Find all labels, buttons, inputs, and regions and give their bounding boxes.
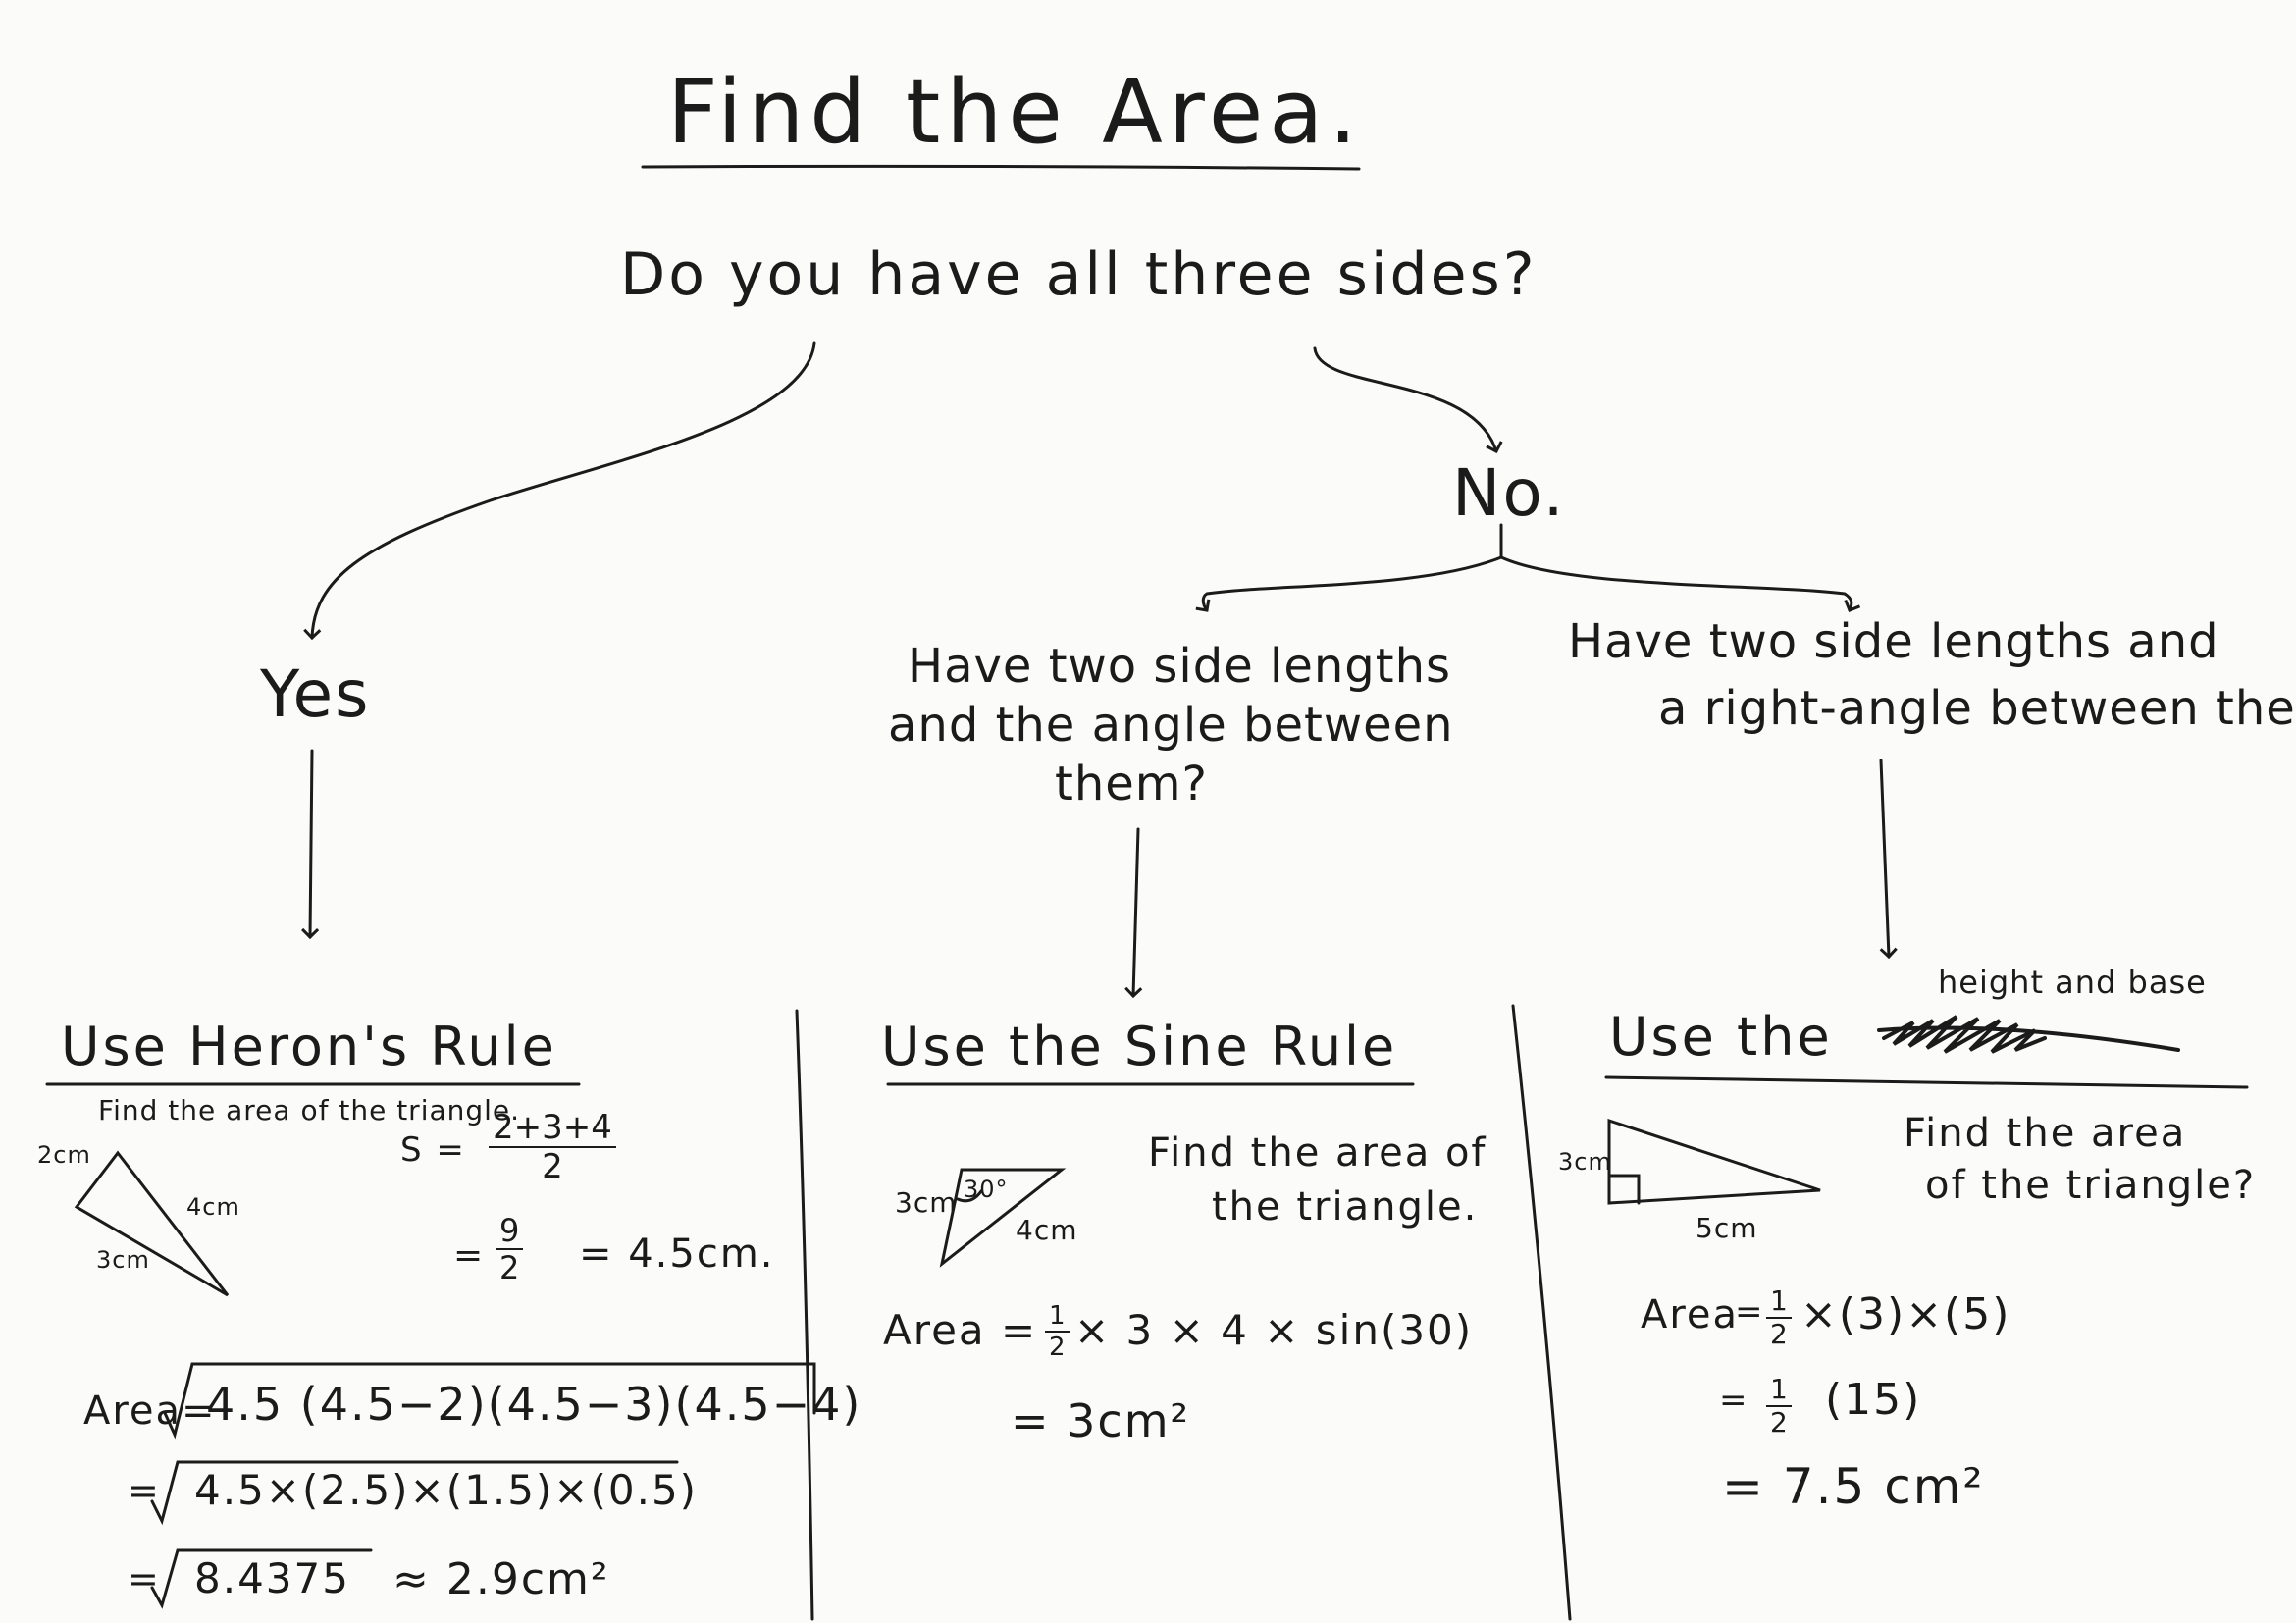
right-equals-1: = [1735,1292,1765,1332]
right-area-label: Area [1641,1292,1740,1337]
sine-heading: Use the Sine Rule [881,1016,1398,1077]
heron-side-c: 3cm [96,1246,150,1274]
heron-row1: 4.5 (4.5−2)(4.5−3)(4.5−4) [206,1378,862,1431]
sine-angle-arc [956,1189,983,1203]
heron-half-denominator: 2 [499,1249,520,1286]
arrow-to-no [1313,346,1503,454]
right-heading: Use the [1609,1006,1833,1068]
heron-row2: 4.5×(2.5)×(1.5)×(0.5) [194,1466,699,1514]
heron-area-label: Area= [83,1388,217,1434]
right-prompt-line1: Find the area [1904,1111,2187,1156]
right-heading-note: height and base [1938,964,2207,1001]
title-underline [641,164,1361,171]
option-right-line2: a right-angle between them? [1658,681,2296,736]
heron-half-numerator: 9 [496,1215,524,1250]
heron-half-fraction: 9 2 [496,1215,524,1286]
arrow-to-yes [303,341,816,641]
sine-half-fraction: 1 2 [1045,1303,1070,1360]
heron-result: ≈ 2.9cm² [392,1554,610,1604]
yes-label: Yes [260,656,371,732]
right-angle-marker [1609,1174,1641,1205]
divider-left [795,1009,814,1621]
option-right-line1: Have two side lengths and [1568,614,2219,669]
heron-side-b: 4cm [186,1193,240,1221]
right-equals-2: = [1719,1381,1749,1420]
sine-angle: 30° [964,1176,1009,1203]
arrow-yes-to-heron [301,749,320,940]
root-heron-1 [163,1362,816,1440]
heron-equals: = [453,1235,486,1276]
right-half-denominator-1: 2 [1770,1318,1788,1350]
heron-s-label: S = [400,1130,466,1170]
sine-area-label: Area = [883,1306,1038,1354]
main-question: Do you have all three sides? [620,240,1538,309]
sine-half-denominator: 2 [1049,1333,1066,1362]
arrow-to-right-option [1499,555,1861,612]
sine-area-rest: × 3 × 4 × sin(30) [1074,1306,1474,1354]
heron-s-value: = 4.5cm. [579,1231,775,1277]
sine-prompt-line1: Find the area of [1148,1130,1487,1176]
option-sine-line1: Have two side lengths [908,639,1452,694]
right-heading-underline [1604,1075,2249,1089]
no-label: No. [1452,455,1566,531]
right-half-fraction-2: 1 2 [1766,1376,1792,1437]
right-side-b: 5cm [1696,1212,1758,1244]
right-triangle [1607,1118,1821,1205]
heron-side-a: 2cm [37,1141,91,1169]
right-half-fraction-1: 1 2 [1766,1287,1792,1348]
heron-triangle [74,1150,230,1297]
heron-prompt: Find the area of the triangle. [98,1094,521,1126]
sine-side-a: 3cm [895,1186,958,1219]
option-sine-line3: them? [1055,757,1209,812]
right-side-h: 3cm [1558,1148,1612,1176]
right-half-denominator-2: 2 [1770,1406,1788,1439]
sine-side-b: 4cm [1016,1214,1078,1246]
root-heron-3 [150,1548,373,1609]
divider-right [1511,1004,1572,1621]
crossed-out-scribble [1877,1015,2180,1054]
right-half-numerator-2: 1 [1766,1376,1792,1407]
arrow-option-to-sine [1124,827,1143,999]
sine-half-numerator: 1 [1045,1303,1070,1333]
arrow-to-sine-option [1195,555,1503,612]
sine-prompt-line2: the triangle. [1212,1184,1479,1230]
heron-row3-equals: = [128,1557,161,1600]
heron-s-fraction: 2+3+4 2 [489,1111,616,1183]
arrow-option-to-right [1879,759,1898,960]
right-prompt-line2: of the triangle? [1925,1163,2257,1208]
heron-heading: Use Heron's Rule [61,1016,557,1077]
heron-s-numerator: 2+3+4 [489,1111,616,1148]
heron-row2-equals: = [128,1469,161,1512]
option-sine-line2: and the angle between [888,698,1454,753]
right-half-numerator-1: 1 [1766,1287,1792,1319]
sine-result: = 3cm² [1011,1394,1190,1447]
sine-triangle [939,1168,1067,1268]
heron-s-denominator: 2 [542,1147,563,1186]
page-title: Find the Area. [667,61,1364,164]
right-result: = 7.5 cm² [1722,1458,1985,1515]
root-heron-2 [150,1460,679,1526]
right-row2-rest: (15) [1825,1375,1922,1425]
heron-row3: 8.4375 [194,1554,350,1602]
right-row1-rest: ×(3)×(5) [1800,1289,2011,1339]
